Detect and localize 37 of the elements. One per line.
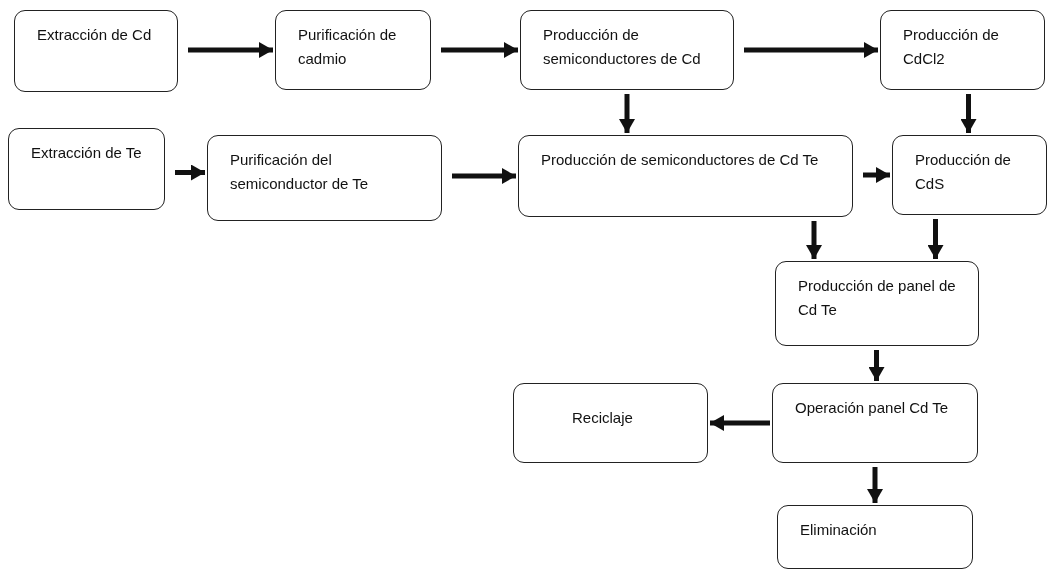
box-label: Purificación de cadmio: [298, 25, 398, 69]
process-box: [777, 505, 973, 569]
box-label: Extracción de Te: [31, 143, 143, 163]
arrow: [806, 221, 822, 259]
process-box: [14, 10, 178, 92]
box-label: Producción de semiconductores de Cd: [543, 25, 702, 69]
arrow: [188, 42, 273, 58]
arrow: [927, 219, 944, 259]
box-label: Purificación del semiconductor de Te: [230, 150, 370, 194]
process-box: [892, 135, 1047, 215]
box-label: Reciclaje: [572, 408, 634, 428]
box-label: Producción de panel de Cd Te: [798, 276, 957, 320]
box-label: Producción de semiconductores de Cd Te: [541, 150, 820, 170]
arrow: [863, 167, 890, 183]
process-box: [775, 261, 979, 346]
box-label: Producción de CdCl2: [903, 25, 1000, 69]
box-label: Operación panel Cd Te: [795, 398, 950, 418]
arrow: [452, 168, 516, 184]
box-label: Eliminación: [800, 520, 878, 540]
process-box: [772, 383, 978, 463]
arrow: [710, 415, 770, 431]
arrow: [175, 164, 205, 181]
arrow: [960, 94, 977, 133]
arrow: [867, 467, 883, 503]
box-label: Extracción de Cd: [37, 25, 153, 45]
box-label: Producción de CdS: [915, 150, 1012, 194]
process-box: [520, 10, 734, 90]
process-box: [275, 10, 431, 90]
arrow: [441, 42, 518, 58]
arrow: [744, 42, 878, 58]
process-box: [207, 135, 442, 221]
process-box: [513, 383, 708, 463]
process-box: [518, 135, 853, 217]
arrow: [619, 94, 635, 133]
arrow: [868, 350, 885, 381]
process-box: [880, 10, 1045, 90]
process-box: [8, 128, 165, 210]
